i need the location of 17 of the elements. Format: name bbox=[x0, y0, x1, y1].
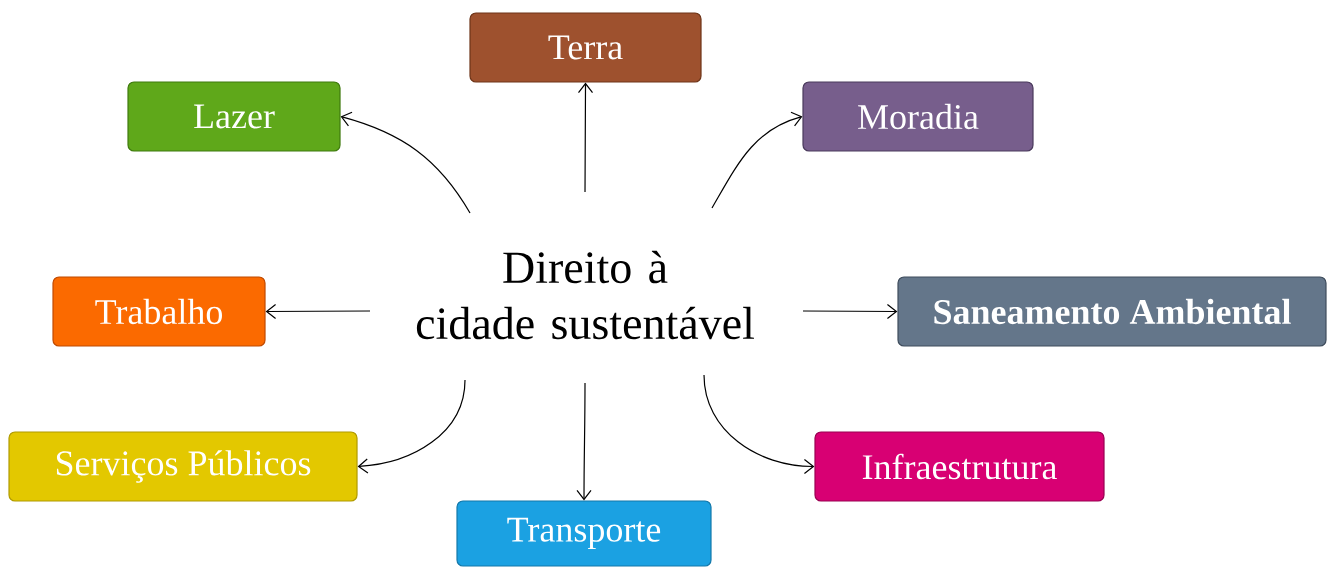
topic-box: Saneamento Ambiental bbox=[897, 276, 1327, 347]
arrow bbox=[340, 111, 471, 214]
topic-box: Infraestrutura bbox=[814, 431, 1105, 502]
arrow bbox=[703, 374, 815, 475]
topic-box: Transporte bbox=[456, 500, 712, 567]
arrow bbox=[802, 303, 898, 320]
arrow bbox=[265, 303, 371, 320]
topic-box: Terra bbox=[469, 12, 702, 83]
topic-box: Serviços Públicos bbox=[8, 431, 358, 502]
topic-box: Moradia bbox=[802, 81, 1034, 152]
arrow bbox=[711, 111, 803, 209]
topic-box: Trabalho bbox=[52, 276, 266, 347]
arrow bbox=[357, 379, 466, 474]
central-text: Direito à cidade sustentável bbox=[416, 250, 754, 340]
arrow bbox=[576, 382, 592, 501]
topic-box: Lazer bbox=[127, 81, 341, 152]
arrow bbox=[577, 82, 594, 193]
